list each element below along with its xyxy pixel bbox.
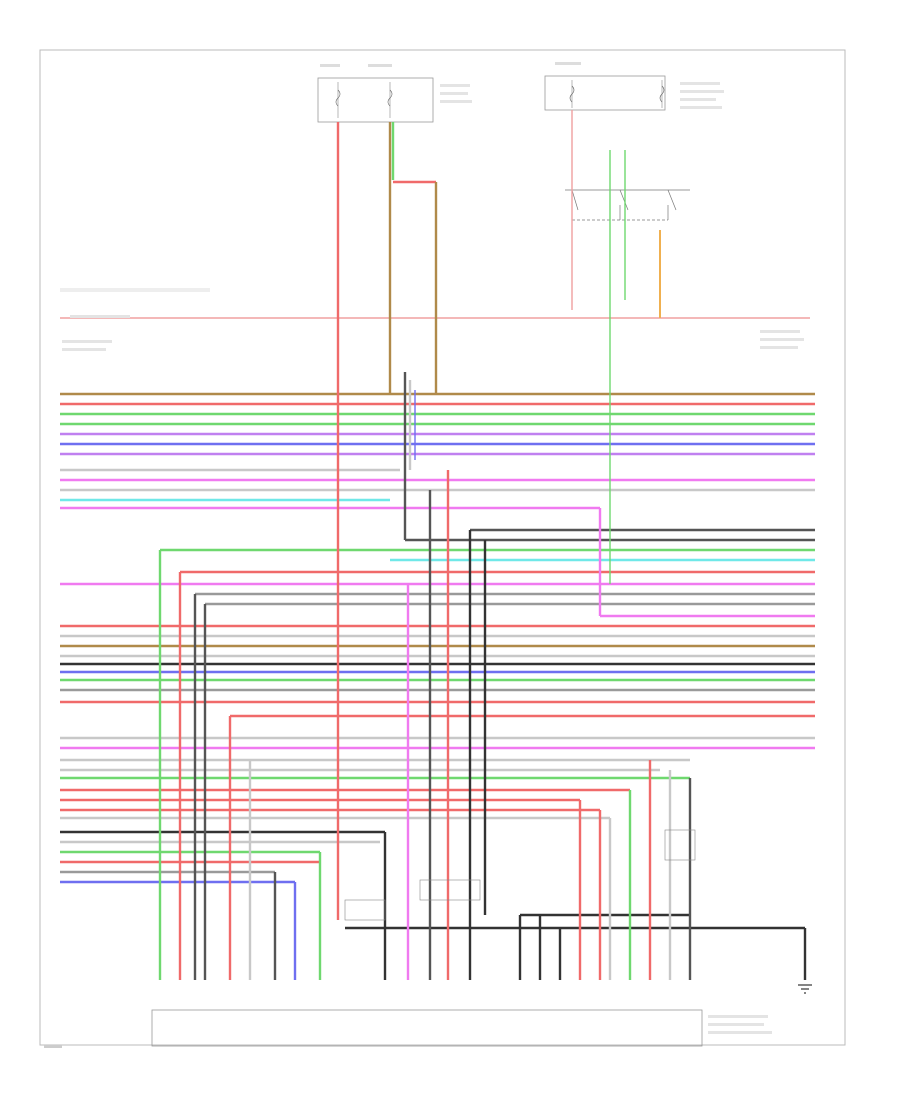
fuse-block-left [317,64,472,123]
vertical-wires [158,110,807,980]
switch-group [565,189,690,221]
left-connector [60,288,210,351]
fuse-block-right [544,62,724,111]
splice-boxes [344,829,696,921]
signal-wires [60,317,815,930]
right-connector-labels [760,330,804,349]
control-module [151,1009,772,1047]
ground-symbol [798,984,812,994]
diagram-border [39,49,846,1046]
page-marker [44,1045,62,1048]
